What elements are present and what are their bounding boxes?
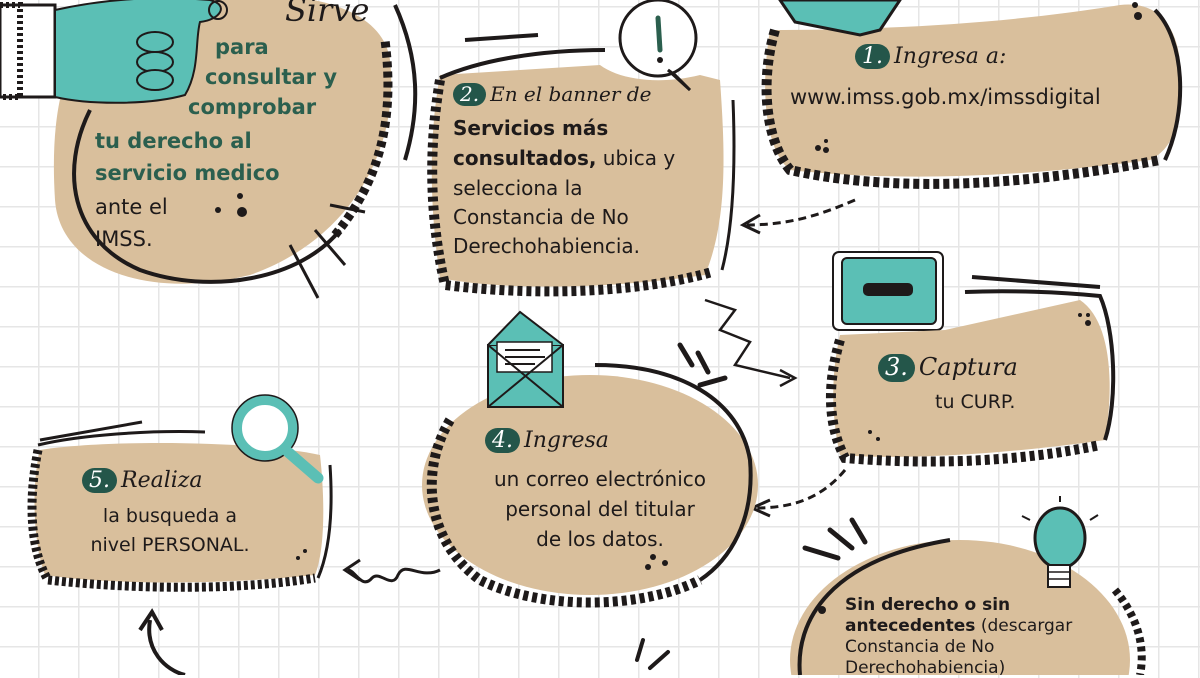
intro-line-7: IMSS. bbox=[95, 227, 153, 251]
step-2-line-1: Servicios más bbox=[453, 116, 609, 140]
step-4-line-2: personal del titular bbox=[505, 497, 695, 521]
step-2-heading: En el banner de bbox=[490, 82, 652, 106]
step-3-badge: 3. bbox=[878, 353, 915, 382]
lightbulb-icon bbox=[1021, 496, 1099, 588]
step-2: 2.En el banner de bbox=[453, 82, 651, 106]
intro-line-5: servicio medico bbox=[95, 161, 280, 185]
step-4-line-3: de los datos. bbox=[536, 527, 664, 551]
step-5-line-1: la busqueda a bbox=[102, 505, 238, 527]
arrow-bottom-to-step5 bbox=[147, 619, 186, 675]
step-2-badge: 2. bbox=[453, 83, 487, 106]
arrow-step4-to-step5 bbox=[347, 567, 441, 584]
step-5-line-2: nivel PERSONAL. bbox=[90, 534, 250, 556]
result-line-2: antecedentes (descargar bbox=[845, 616, 1073, 636]
step-4: 4.Ingresa bbox=[485, 428, 609, 454]
intro-line-1: para bbox=[215, 35, 269, 59]
step-2-line-2: consultados, ubica y bbox=[453, 147, 675, 170]
result-line-1: Sin derecho o sin bbox=[845, 595, 1011, 615]
step-2-line-3: selecciona la bbox=[453, 176, 583, 200]
step-3: 3.Captura bbox=[878, 353, 1018, 382]
result-rest: (descargar bbox=[975, 616, 1073, 636]
step-1-url: www.imss.gob.mx/imssdigital bbox=[790, 85, 1101, 109]
result-bullet bbox=[818, 604, 830, 616]
step-2-line-5: Derechohabiencia. bbox=[453, 234, 641, 258]
pointing-hand-icon bbox=[0, 0, 228, 104]
intro-line-4: tu derecho al bbox=[95, 129, 252, 153]
step-4-badge: 4. bbox=[485, 428, 520, 454]
step-4-heading: Ingresa bbox=[524, 428, 609, 453]
intro-line-2: consultar y bbox=[205, 65, 338, 89]
step-1-heading: Ingresa a: bbox=[894, 44, 1007, 69]
step-1-badge: 1. bbox=[855, 44, 890, 70]
arrow-step2-to-step3 bbox=[704, 298, 791, 380]
step-4-line-1: un correo electrónico bbox=[494, 467, 706, 491]
exclamation-bubble-icon bbox=[618, 0, 698, 92]
result-bold: antecedentes bbox=[845, 616, 976, 636]
result-blob bbox=[790, 517, 1146, 675]
bullet-dot-icon bbox=[818, 606, 826, 614]
step-3-heading: Captura bbox=[918, 353, 1018, 381]
result-line-4: Derechohabiencia) bbox=[845, 658, 1006, 678]
step-5-heading: Realiza bbox=[121, 468, 203, 493]
step-2-line-4: Constancia de No bbox=[453, 205, 629, 229]
intro-line-3: comprobar bbox=[188, 95, 317, 119]
step-2-bold: consultados, bbox=[453, 146, 597, 170]
intro-line-6: ante el bbox=[95, 195, 168, 219]
envelope-icon bbox=[487, 310, 564, 408]
result-line-3: Constancia de No bbox=[845, 637, 995, 657]
step-2-rest: ubica y bbox=[596, 146, 676, 170]
step-5-badge: 5. bbox=[82, 468, 117, 494]
step2-blob bbox=[427, 33, 736, 297]
step3-blob bbox=[825, 275, 1116, 467]
step-3-body: tu CURP. bbox=[935, 391, 1016, 413]
id-card-icon bbox=[832, 251, 944, 331]
intro-title: Sirve bbox=[285, 0, 370, 29]
magnifier-icon bbox=[231, 394, 324, 484]
laptop-icon bbox=[778, 0, 902, 37]
arrow-step1-to-step2 bbox=[744, 198, 856, 227]
step-1: 1.Ingresa a: bbox=[855, 44, 1007, 70]
step-5: 5.Realiza bbox=[82, 468, 203, 494]
